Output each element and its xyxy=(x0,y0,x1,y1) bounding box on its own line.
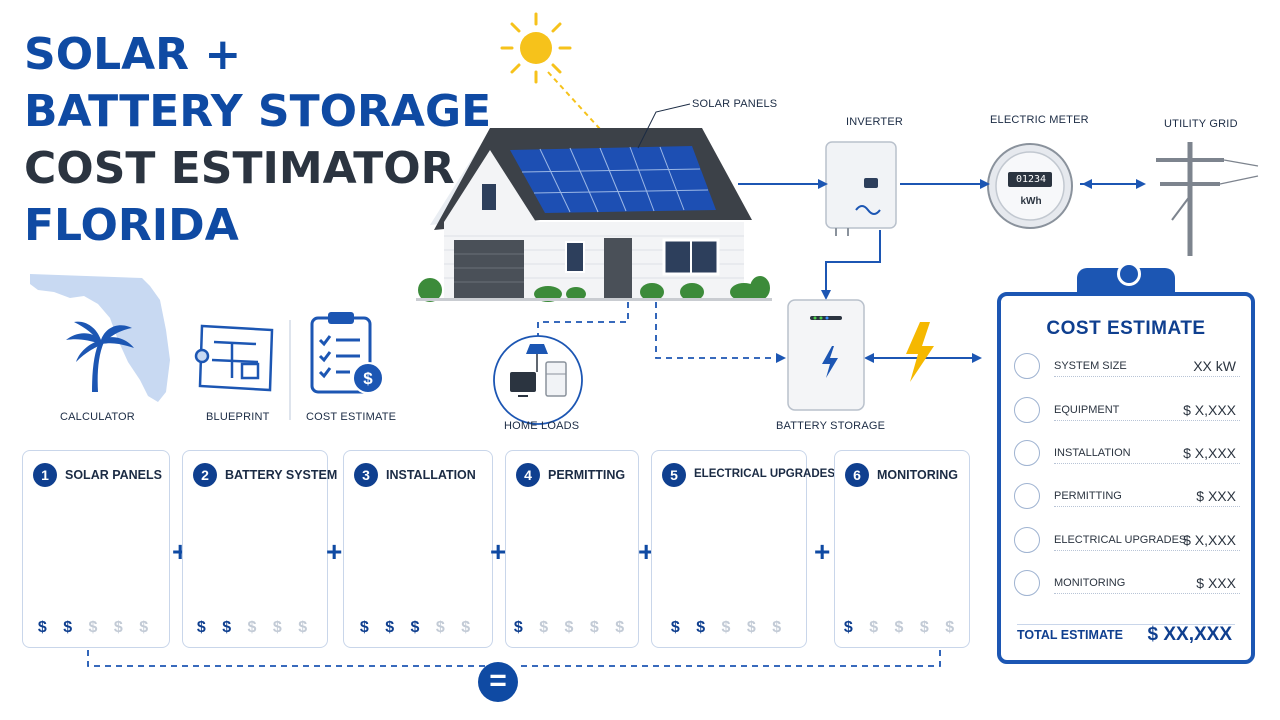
meter-unit: kWh xyxy=(1020,196,1042,207)
utility-pole-icon xyxy=(1156,142,1259,256)
inverter-icon xyxy=(825,141,897,236)
step-name: BATTERY SYSTEM xyxy=(225,468,338,482)
battery-storage-label: BATTERY STORAGE xyxy=(776,420,886,432)
total-estimate-label: TOTAL ESTIMATE xyxy=(1017,628,1124,642)
estimate-row-installation: INSTALLATION $ X,XXX xyxy=(1014,439,1240,469)
meter-reading: 01234 xyxy=(1015,174,1047,185)
step-name: INSTALLATION xyxy=(386,468,476,482)
electric-meter-label: ELECTRIC METER xyxy=(990,114,1089,126)
title-line-2: BATTERY STORAGE xyxy=(24,86,492,137)
step-installation: 3 INSTALLATION $ $ $ $ $ xyxy=(343,450,493,648)
step-number: 1 xyxy=(33,463,57,487)
step-name: MONITORING xyxy=(877,468,959,482)
step-cost-rating: $ $ $ $ $ xyxy=(37,619,155,636)
step-cost-rating: $ $ $ $ $ xyxy=(670,619,788,636)
step-monitoring: 6 MONITORING $ $ $ $ $ xyxy=(834,450,970,648)
title-line-3: COST ESTIMATOR xyxy=(24,143,455,194)
step-cost-rating: $ $ $ $ $ xyxy=(843,619,961,636)
system-size-icon xyxy=(1014,353,1040,379)
total-estimate-value: $ XX,XXX xyxy=(1147,624,1233,645)
estimate-row-monitoring: MONITORING $ XXX xyxy=(1014,569,1240,599)
palm-tree-icon xyxy=(66,321,134,392)
home-loads-label: HOME LOADS xyxy=(504,420,580,432)
blueprint-icon xyxy=(194,324,274,392)
step-cost-rating: $ $ $ $ $ xyxy=(196,619,314,636)
equals-sign: = xyxy=(478,662,518,702)
lightning-bolt-icon xyxy=(906,322,934,382)
step-name: ELECTRICAL UPGRADES xyxy=(694,468,835,480)
step-permitting: 4 PERMITTING $ $ $ $ $ xyxy=(505,450,639,648)
step-number: 6 xyxy=(845,463,869,487)
step-number: 2 xyxy=(193,463,217,487)
permitting-icon xyxy=(1014,483,1040,509)
dashed-connectors xyxy=(87,302,941,667)
cost-estimate-title: COST ESTIMATE xyxy=(1046,318,1206,339)
step-number: 3 xyxy=(354,463,378,487)
blueprint-label: BLUEPRINT xyxy=(206,411,270,423)
electrical-upgrades-icon xyxy=(1014,527,1040,553)
utility-grid-label: UTILITY GRID xyxy=(1164,118,1238,130)
clipboard-estimate-icon: $ xyxy=(310,312,384,394)
step-cost-rating: $ $ $ $ $ xyxy=(359,619,477,636)
estimate-row-equipment: EQUIPMENT $ X,XXX xyxy=(1014,396,1240,426)
title-line-4: FLORIDA xyxy=(24,200,239,251)
house-illustration xyxy=(416,128,772,302)
plus-sign: + xyxy=(490,536,507,567)
estimate-row-permitting: PERMITTING $ XXX xyxy=(1014,482,1240,512)
solar-panels-label: SOLAR PANELS xyxy=(692,98,778,110)
home-loads-icon xyxy=(493,335,583,425)
energy-flow-arrows xyxy=(738,183,1138,359)
monitoring-icon xyxy=(1014,570,1040,596)
estimate-row-electrical-upgrades: ELECTRICAL UPGRADES $ X,XXX xyxy=(1014,526,1240,556)
page-title: SOLAR + BATTERY STORAGE COST ESTIMATOR F… xyxy=(24,26,491,254)
title-line-1: SOLAR + xyxy=(24,29,242,80)
step-cost-rating: $ $ $ $ $ xyxy=(513,619,631,636)
step-number: 4 xyxy=(516,463,540,487)
step-solar-panels: 1 SOLAR PANELS $ $ $ $ $ xyxy=(22,450,170,648)
estimate-row-system-size: SYSTEM SIZE XX kW xyxy=(1014,352,1240,382)
plus-sign: + xyxy=(814,536,831,567)
step-name: SOLAR PANELS xyxy=(65,468,162,482)
step-name: PERMITTING xyxy=(548,468,626,482)
total-divider xyxy=(1017,624,1235,625)
equipment-icon xyxy=(1014,397,1040,423)
plus-sign: + xyxy=(326,536,343,567)
plus-sign: + xyxy=(638,536,655,567)
sun-icon xyxy=(500,12,572,84)
step-number: 5 xyxy=(662,463,686,487)
cost-estimate-icon-label: COST ESTIMATE xyxy=(306,411,397,423)
inverter-label: INVERTER xyxy=(846,116,904,128)
svg-text:$: $ xyxy=(363,369,373,388)
cost-estimate-card xyxy=(997,292,1255,664)
solar-label-pointer xyxy=(637,103,691,149)
step-electrical-upgrades: 5 ELECTRICAL UPGRADES $ $ $ $ $ xyxy=(651,450,835,648)
florida-map xyxy=(30,274,170,402)
battery-storage-icon xyxy=(787,299,865,411)
installation-icon xyxy=(1014,440,1040,466)
calculator-label: CALCULATOR xyxy=(60,411,135,423)
step-battery-system: 2 BATTERY SYSTEM $ $ $ $ $ xyxy=(182,450,337,648)
electric-meter-icon xyxy=(987,143,1073,229)
